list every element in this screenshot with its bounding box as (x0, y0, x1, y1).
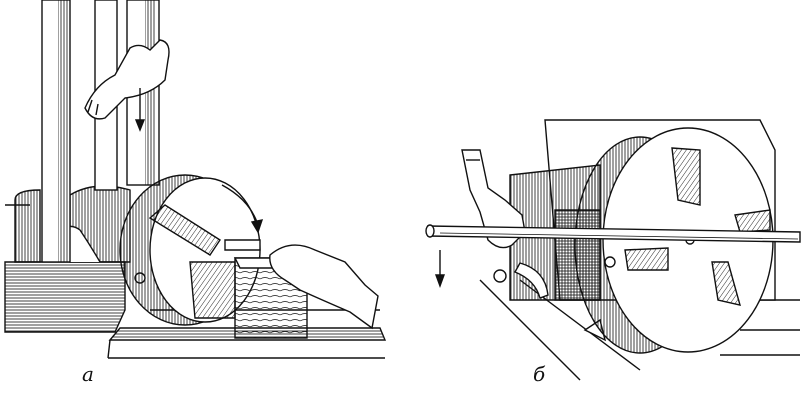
figure-a (5, 0, 385, 358)
figure-b (426, 120, 800, 380)
label-figure-a: а (82, 362, 94, 386)
down-arrow-right (436, 250, 444, 286)
label-figure-b: б (533, 362, 545, 386)
